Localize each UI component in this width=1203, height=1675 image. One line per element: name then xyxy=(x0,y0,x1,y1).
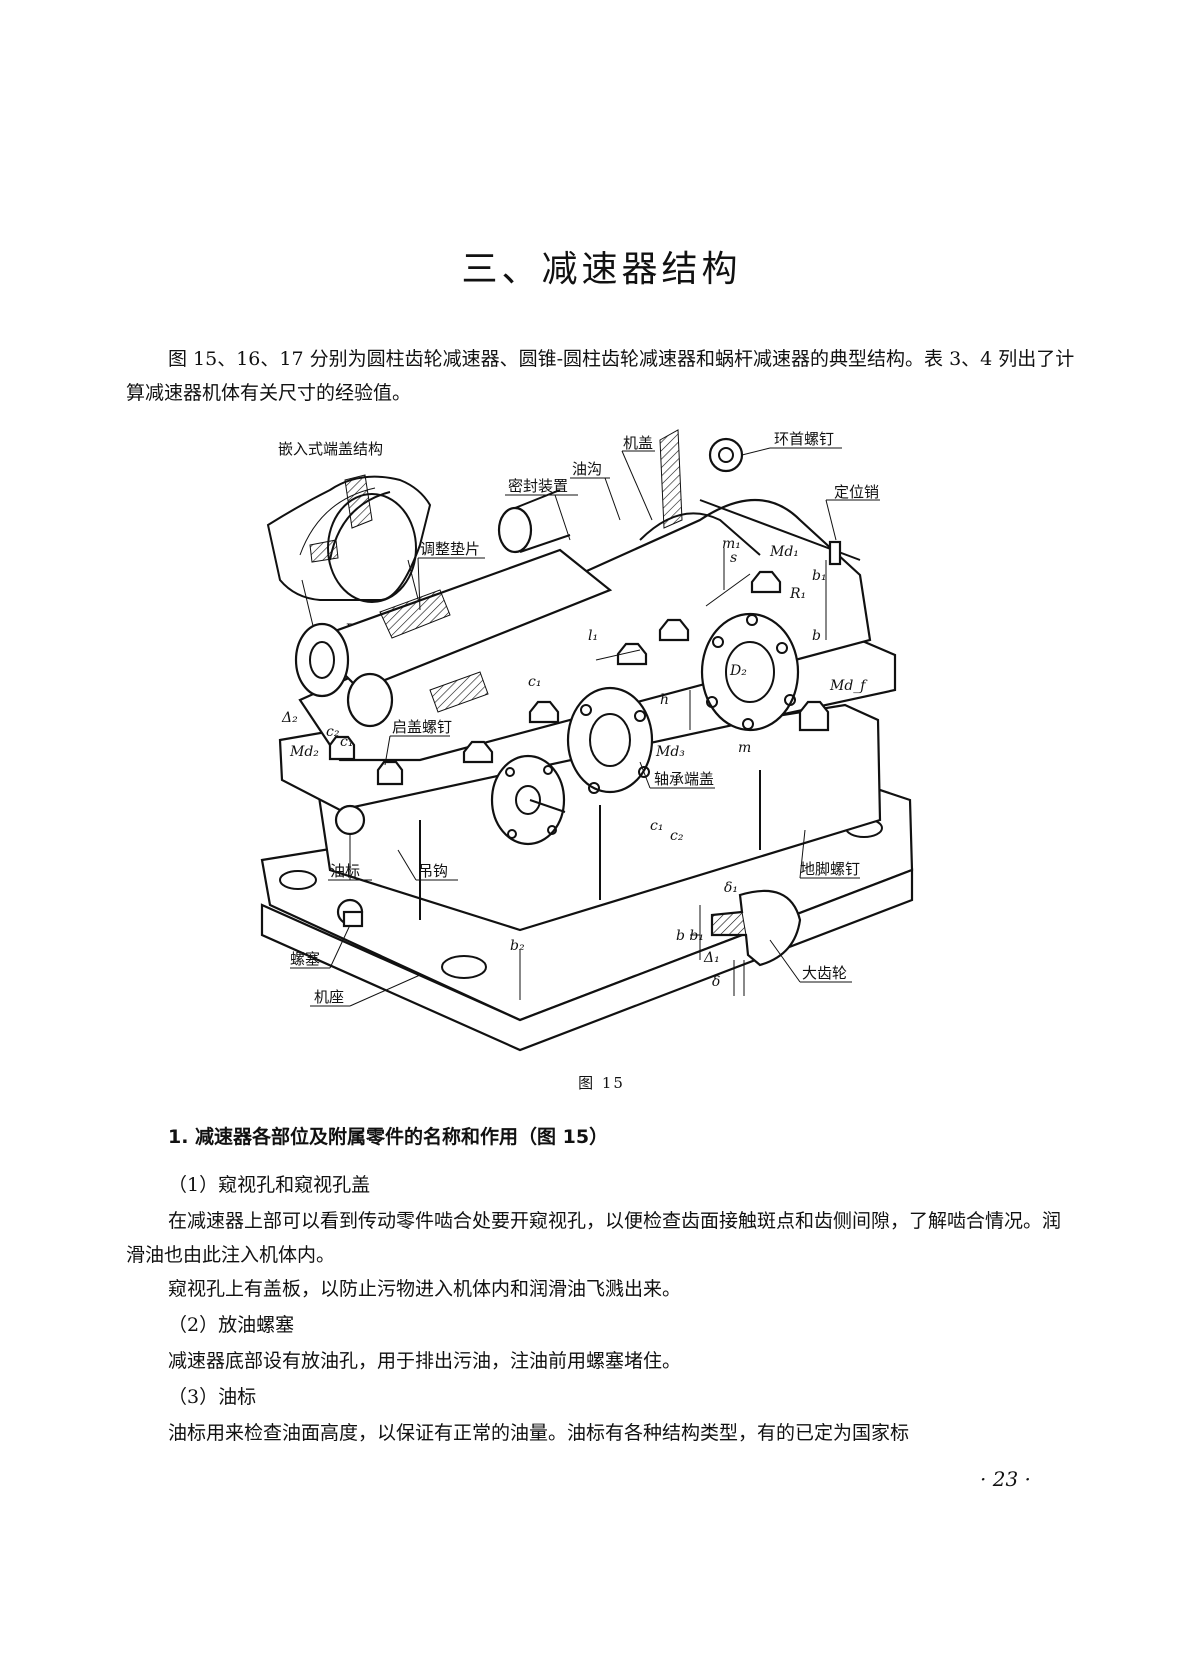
label-dijiao: 地脚螺钉 xyxy=(800,860,860,878)
label-jigai: 机盖 xyxy=(623,434,653,452)
label-youguo: 油沟 xyxy=(572,460,602,478)
sym-b: b xyxy=(812,628,821,644)
label-dachilun: 大齿轮 xyxy=(802,964,847,982)
label-jizuo: 机座 xyxy=(314,988,344,1006)
flange-bolts xyxy=(328,437,842,928)
item1-paragraph2: 窥视孔上有盖板，以防止污物进入机体内和润滑油飞溅出来。 xyxy=(168,1278,682,1300)
label-tiaozheng: 调整垫片 xyxy=(420,540,480,558)
section-heading: 1. 减速器各部位及附属零件的名称和作用（图 15） xyxy=(168,1126,609,1148)
sym-Md2: Md₂ xyxy=(289,744,319,760)
sym-Delta1: Δ₁ xyxy=(703,950,720,966)
label-mifeng: 密封装置 xyxy=(508,477,568,495)
sym-c1b: c₁ xyxy=(340,734,353,750)
sym-R1: R₁ xyxy=(789,586,806,602)
sym-l1: l₁ xyxy=(588,628,598,644)
gear-detail xyxy=(690,889,802,996)
sym-c2: c₂ xyxy=(326,724,340,740)
item3-paragraph1: 油标用来检查油面高度，以保证有正常的油量。油标有各种结构类型，有的已定为国家标 xyxy=(168,1422,910,1444)
figure-caption: 图 15 xyxy=(578,1074,625,1092)
label-zhouchengduangai: 轴承端盖 xyxy=(654,770,714,788)
page-number: · 23 · xyxy=(980,1467,1031,1491)
label-youbiao: 油标 xyxy=(330,862,360,880)
sym-m1: m₁ xyxy=(722,536,741,552)
item1-paragraph1: 在减速器上部可以看到传动零件啮合处要开窥视孔，以便检查齿面接触斑点和齿侧间隙，了… xyxy=(126,1210,1062,1266)
item3-title: （3）油标 xyxy=(168,1386,257,1408)
sym-Md3: Md₃ xyxy=(655,744,685,760)
sym-c2c: c₂ xyxy=(670,828,684,844)
label-qigai: 启盖螺钉 xyxy=(392,718,452,736)
bearing-end-covers: D₂ xyxy=(490,612,800,846)
item1-title: （1）窥视孔和窥视孔盖 xyxy=(168,1174,371,1196)
label-diaogou: 吊钩 xyxy=(418,862,448,880)
sym-b2: b₂ xyxy=(510,938,525,954)
sym-h: h xyxy=(660,692,669,708)
label-huanshou: 环首螺钉 xyxy=(774,430,834,448)
main-D2-symbol: D₂ xyxy=(729,663,747,679)
sym-c1: c₁ xyxy=(528,674,541,690)
item2-paragraph1: 减速器底部设有放油孔，用于排出污油，注油前用螺塞堵住。 xyxy=(168,1350,682,1372)
sym-c1c: c₁ xyxy=(650,818,663,834)
sym-b1: b₁ xyxy=(812,568,827,584)
figure-labels: 嵌入式端盖结构 机盖 油沟 密封装置 环首螺钉 定位销 调整垫片 启盖螺钉 轴承… xyxy=(278,430,879,1006)
inset-title: 嵌入式端盖结构 xyxy=(278,440,383,458)
sym-Delta2: Δ₂ xyxy=(281,710,298,726)
sym-Mdf: Md_f xyxy=(829,678,868,694)
leader-lines xyxy=(290,447,880,1007)
sym-delta: δ xyxy=(712,974,720,990)
intro-paragraph: 图 15、16、17 分别为圆柱齿轮减速器、圆锥-圆柱齿轮减速器和蜗杆减速器的典… xyxy=(126,348,1075,404)
label-luosai: 螺塞 xyxy=(290,950,320,968)
item2-title: （2）放油螺塞 xyxy=(168,1314,295,1336)
input-shaft-section xyxy=(294,489,613,728)
inset-end-cover: D₂ xyxy=(266,474,432,656)
section-title: 三、减速器结构 xyxy=(461,249,742,290)
sym-Md1: Md₁ xyxy=(769,544,799,560)
sym-bb1: b b₁ xyxy=(676,928,704,944)
label-dingweixiao: 定位销 xyxy=(834,483,879,501)
sym-delta1: δ₁ xyxy=(724,880,738,896)
sym-s: s xyxy=(730,550,737,566)
sym-m: m xyxy=(738,740,751,756)
